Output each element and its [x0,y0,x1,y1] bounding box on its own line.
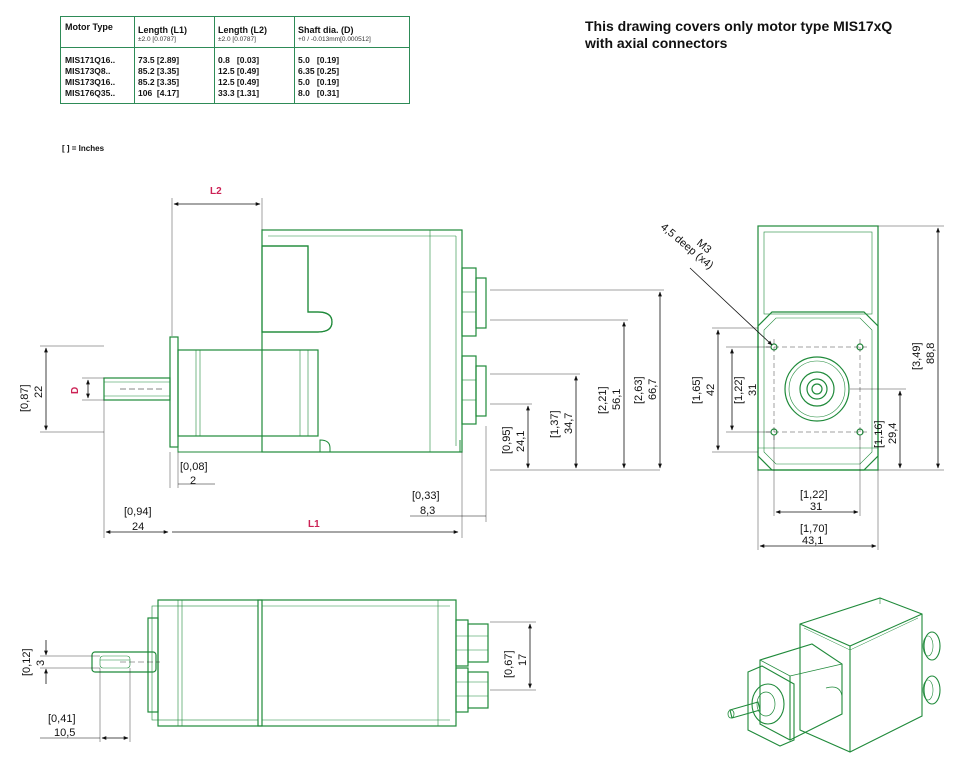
dim-c067-mm: 17 [517,654,529,666]
dim-shaft-inches: [0,87] [19,384,31,412]
table-cell: MIS173Q16.. [65,77,116,87]
header-motor-type: Motor Type [65,22,113,32]
iso-connector-bottom [923,675,941,705]
header-length-l2-tol: ±2.0 [0.0787] [218,36,256,43]
dim-shaftlen-inches: [0,94] [124,506,152,518]
table-cell: 85.2 [3.35] [138,66,180,76]
top-view [91,599,489,727]
dim-h221-mm: 56,1 [611,389,623,410]
table-cell: 8.0 [0.31] [298,88,340,98]
header-length-l1-tol: ±2.0 [0.0787] [138,36,176,43]
iso-connector-top [923,631,941,661]
table-cell: MIS173Q8.. [65,66,111,76]
drawing-headline: This drawing covers only motor type MIS1… [585,18,893,51]
dim-w170-inches: [1,70] [800,523,828,535]
top-connector-top [455,619,489,667]
dim-w170-mm: 43,1 [802,535,823,547]
table-cell: 106 [4.17] [138,88,180,98]
dim-f116-inches: [1,16] [873,420,885,448]
iso-shaft [729,701,761,719]
dim-flat-inches: [0,12] [21,648,33,676]
dim-flange-inches: [0,08] [180,461,208,473]
dim-f349-inches: [3,49] [911,342,923,370]
header-length-l1: Length (L1) [138,25,187,35]
side-connector-bottom [461,355,487,425]
dim-f122-mm: 31 [747,384,759,396]
front-shaft [811,383,823,395]
dim-h095-inches: [0,95] [501,426,513,454]
table-cell: 73.5 [2.89] [138,55,180,65]
dim-h095-mm: 24,1 [515,431,527,452]
table-cell: 33.3 [1.31] [218,88,260,98]
dim-f116-mm: 29,4 [887,423,899,444]
dim-shaft-mm: 22 [33,386,45,398]
dim-w122-mm: 31 [810,501,822,513]
table-cell: 5.0 [0.19] [298,55,340,65]
side-stepper-body [177,349,319,437]
side-flange [169,336,179,448]
iso-housing [799,597,923,753]
dim-conn-mm: 8,3 [420,505,435,517]
dim-f122-inches: [1,22] [733,376,745,404]
front-view [757,225,879,471]
dim-fl041-inches: [0,41] [48,713,76,725]
table-cell: 6.35 [0.25] [298,66,340,76]
dim-h221-inches: [2,21] [597,386,609,414]
top-connector-bottom [455,667,489,713]
side-connector-top [461,267,487,337]
dim-w122-inches: [1,22] [800,489,828,501]
dim-c067-inches: [0,67] [503,650,515,678]
table-cell: MIS171Q16.. [65,55,116,65]
dim-flat-mm: 3 [35,660,47,666]
table-cell: 0.8 [0.03] [218,55,260,65]
header-shaft-dia: Shaft dia. (D) [298,25,354,35]
dim-label-l1: L1 [308,519,320,530]
dim-conn-inches: [0,33] [412,490,440,502]
dim-shaftlen-mm: 24 [132,521,144,533]
table-header [61,17,409,48]
table-cell: 12.5 [0.49] [218,66,260,76]
table-cell: 85.2 [3.35] [138,77,180,87]
dim-flange-mm: 2 [190,475,196,487]
side-dimensions [40,198,664,538]
dim-f349-mm: 88,8 [925,343,937,364]
table-cell: 12.5 [0.49] [218,77,260,87]
header-length-l2: Length (L2) [218,25,267,35]
dim-f165-mm: 42 [705,384,717,396]
front-boss-outer [784,356,850,422]
iso-stepper [759,643,843,741]
dim-fl041-mm: 10,5 [54,727,75,739]
front-dimensions [689,225,944,550]
table-cell: MIS176Q35.. [65,88,116,98]
dim-f165-inches: [1,65] [691,376,703,404]
dim-h263-inches: [2,63] [633,376,645,404]
inches-note: [ ] = Inches [62,144,105,153]
spec-table: Motor Type Length (L1) ±2.0 [0.0787] Len… [60,16,410,104]
dim-label-d: D [70,387,81,394]
side-view [103,229,487,453]
header-shaft-dia-tol: +0 / -0.013mm[0.000512] [298,36,371,43]
dim-h263-mm: 66,7 [647,379,659,400]
top-dimensions [40,621,536,742]
isometric-view [727,597,941,753]
dim-h137-inches: [1,37] [549,410,561,438]
top-controller [257,599,457,727]
front-flange [757,311,879,471]
dim-label-l2: L2 [210,186,222,197]
dim-h137-mm: 34,7 [563,413,575,434]
table-cell: 5.0 [0.19] [298,77,340,87]
